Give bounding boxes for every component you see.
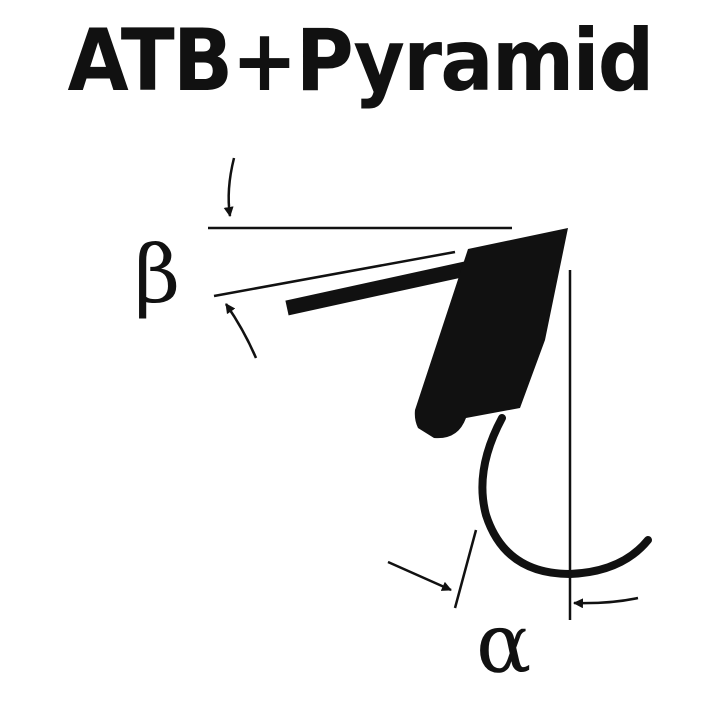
diagram-title: ATB+Pyramid <box>67 11 654 111</box>
blade-body-bar <box>285 260 472 316</box>
beta-label: β <box>134 228 180 321</box>
alpha-left-arrow <box>387 560 452 592</box>
alpha-slanted-tick-line <box>453 529 478 609</box>
saw-tooth <box>414 228 568 439</box>
alpha-label: α <box>476 597 531 692</box>
alpha-right-arrow <box>573 596 639 609</box>
beta-top-arrow <box>223 157 236 217</box>
beta-slanted-reference-line <box>213 250 456 298</box>
beta-bottom-arrow <box>224 303 258 359</box>
gullet-curve <box>478 414 652 579</box>
